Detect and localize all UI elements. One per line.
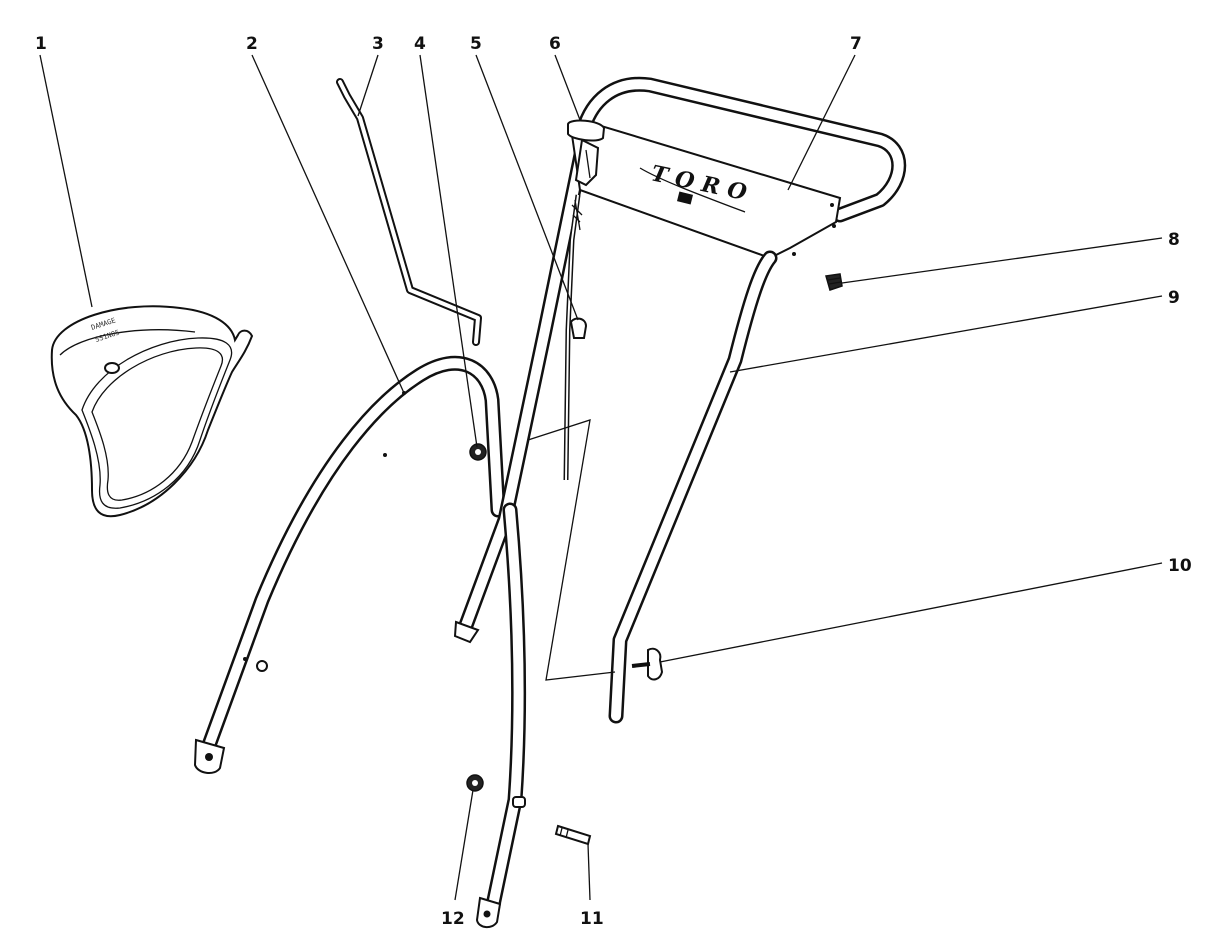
callout-2: 2: [246, 34, 258, 54]
callout-12: 12: [441, 909, 465, 929]
upper-handle-right-leg: [608, 250, 778, 724]
callout-7: 7: [850, 34, 862, 54]
throttle-cable: [563, 194, 583, 481]
knob-nut: [469, 443, 487, 461]
leader-lines: [39, 54, 1163, 901]
callout-3: 3: [372, 34, 384, 54]
callout-5: 5: [470, 34, 482, 54]
lower-handle-left: [193, 355, 506, 774]
lower-handle-center: [475, 502, 527, 928]
alignment-lines: [527, 419, 616, 681]
callout-6: 6: [549, 34, 561, 54]
control-rod: [336, 78, 482, 346]
callout-4: 4: [414, 34, 426, 54]
grass-catcher: DAMAGE SS1NO5: [50, 305, 254, 518]
callout-8: 8: [1168, 230, 1180, 250]
cable-clip: [569, 317, 588, 339]
callout-10: 10: [1168, 556, 1192, 576]
callout-9: 9: [1168, 288, 1180, 308]
wing-bolt: [631, 647, 664, 681]
screw: [825, 273, 843, 291]
callout-11: 11: [580, 909, 604, 929]
callout-labels: 1 2 3 4 5 6 7 8 9 10 11 12: [35, 34, 1192, 929]
upper-handle-left-leg: [453, 142, 590, 644]
callout-1: 1: [35, 34, 47, 54]
hex-nut: [466, 774, 484, 792]
control-panel: TORO: [570, 123, 842, 260]
pivot-pin: [554, 824, 592, 846]
upper-handle-top: [574, 76, 907, 223]
throttle-lever: [567, 119, 606, 187]
